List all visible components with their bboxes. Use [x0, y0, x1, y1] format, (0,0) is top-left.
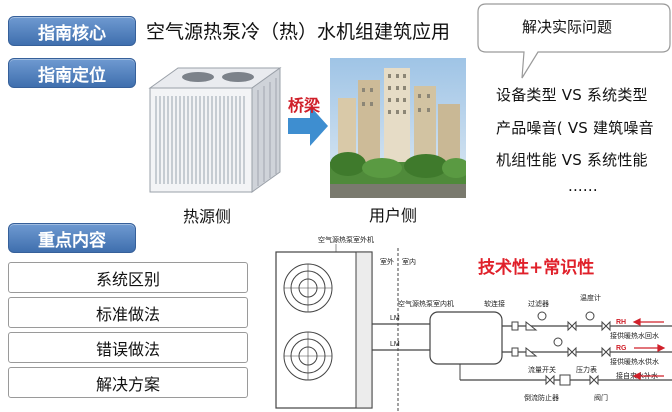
- diagram-pressure-gauge: 压力表: [576, 365, 597, 374]
- diagram-supply-water: 接供暖热水供水: [610, 357, 659, 366]
- diagram-backflow-preventer: 倒流防止器: [524, 393, 559, 402]
- comparison-performance: 机组性能 VS 系统性能: [496, 151, 648, 169]
- diagram-indoor-unit-label: 空气源热泵室内机: [398, 299, 454, 308]
- page-title: 空气源热泵冷（热）水机组建筑应用: [146, 21, 451, 43]
- bridge-label: 桥梁: [288, 96, 321, 115]
- key-item-system-difference: 系统区别: [8, 262, 248, 293]
- diagram-flow-switch: 流量开关: [528, 365, 556, 374]
- arrow-right-icon: [288, 106, 328, 146]
- diagram-valve: 阀门: [594, 393, 608, 402]
- pill-position: 指南定位: [8, 58, 136, 88]
- user-side-caption: 用户侧: [369, 206, 418, 225]
- diagram-thermometer-label: 温度计: [580, 293, 601, 302]
- heat-source-caption: 热源侧: [183, 207, 232, 226]
- diagram-filter-label: 过滤器: [528, 299, 549, 308]
- comparison-noise: 产品噪音( VS 建筑噪音: [496, 119, 654, 137]
- key-item-wrong-practice: 错误做法: [8, 332, 248, 363]
- diagram-indoor-label: 室内: [402, 257, 416, 266]
- diagram-return-water: 接供暖热水回水: [610, 331, 659, 340]
- comparison-equipment: 设备类型 VS 系统类型: [496, 86, 648, 104]
- speech-bubble: [477, 3, 671, 79]
- pill-key-content: 重点内容: [8, 223, 136, 253]
- diagram-rh: RH: [616, 319, 626, 326]
- key-item-solution: 解决方案: [8, 367, 248, 398]
- diagram-lm-bottom: LM: [390, 341, 400, 348]
- technical-common-sense-label: 技术性+常识性: [478, 258, 595, 278]
- key-item-standard-practice: 标准做法: [8, 297, 248, 328]
- residential-buildings-image: [330, 58, 466, 198]
- diagram-outdoor-unit-label: 空气源热泵室外机: [318, 235, 374, 244]
- bubble-text: 解决实际问题: [522, 18, 613, 36]
- pill-core: 指南核心: [8, 16, 136, 46]
- diagram-rg: RG: [616, 345, 627, 352]
- comparison-ellipsis: ......: [568, 177, 598, 195]
- diagram-outdoor-label: 室外: [380, 257, 394, 266]
- system-diagram: 空气源热泵室外机 室外 室内 LM LM 空气源热泵室内机 软连接 过滤器 温度…: [275, 235, 672, 412]
- diagram-soft-connection-label: 软连接: [484, 299, 505, 308]
- diagram-lm-top: LM: [390, 315, 400, 322]
- heat-pump-unit-image: [140, 60, 290, 200]
